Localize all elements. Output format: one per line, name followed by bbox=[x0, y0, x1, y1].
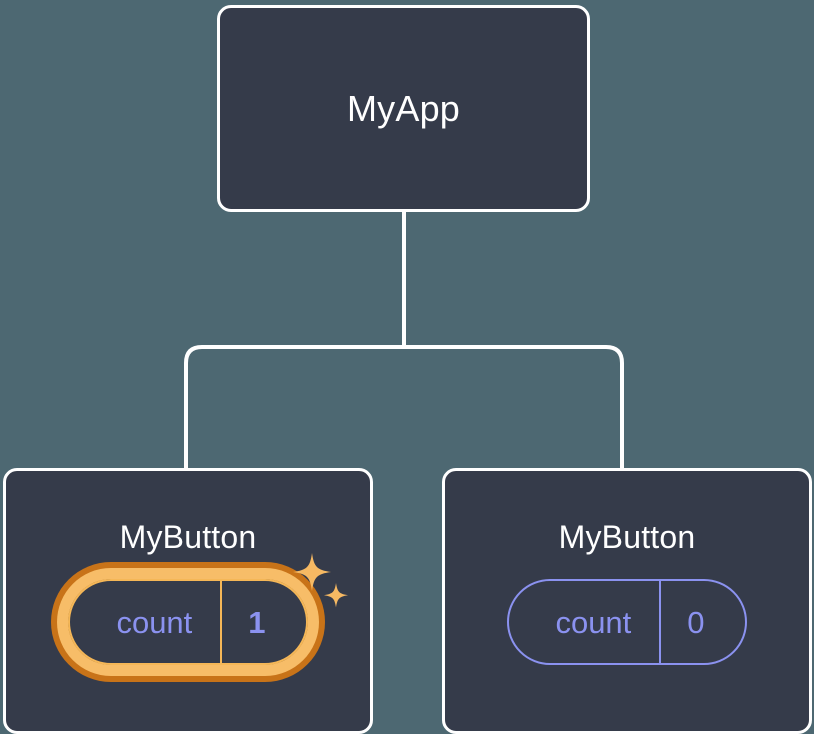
state-pill[interactable]: count 0 bbox=[507, 579, 747, 665]
node-root-myapp[interactable]: MyApp bbox=[217, 5, 590, 212]
state-pill[interactable]: count 1 bbox=[68, 579, 308, 665]
connector-children-bar bbox=[184, 345, 624, 468]
node-child-label: MyButton bbox=[558, 519, 696, 555]
state-value: 0 bbox=[659, 581, 744, 663]
state-key: count bbox=[555, 604, 632, 640]
sparkle-small-icon bbox=[323, 583, 348, 608]
node-child-mybutton-1[interactable]: MyButton count 1 bbox=[3, 468, 373, 734]
node-root-label: MyApp bbox=[346, 87, 461, 129]
state-pill-highlighted[interactable]: count 1 bbox=[68, 553, 348, 665]
node-child-label: MyButton bbox=[119, 519, 257, 555]
state-value: 1 bbox=[220, 581, 305, 663]
state-key: count bbox=[116, 604, 193, 640]
state-pill-plain[interactable]: count 0 bbox=[507, 579, 747, 665]
node-child-mybutton-2[interactable]: MyButton count 0 bbox=[442, 468, 812, 734]
